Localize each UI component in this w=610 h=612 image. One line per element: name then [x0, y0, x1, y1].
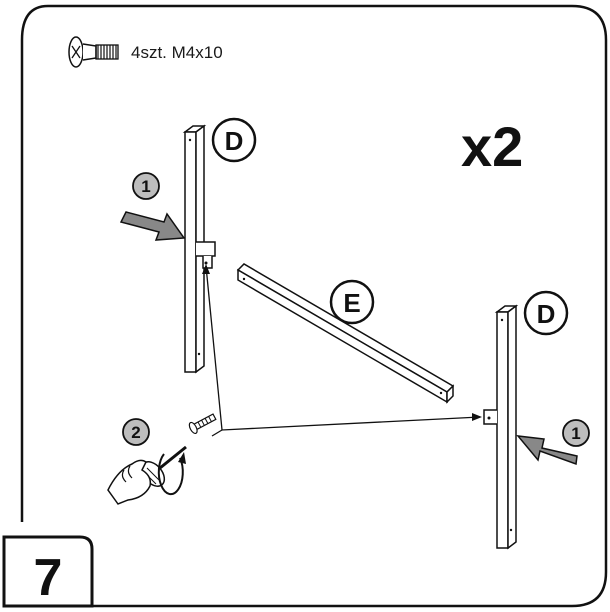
- step-number-box: 7: [2, 535, 94, 608]
- rail: [236, 263, 455, 404]
- press-arrow-left: [119, 211, 186, 241]
- part-label-post-left: D: [211, 117, 257, 163]
- part-label-post-right: D: [523, 290, 569, 336]
- diagram-frame: [48, 4, 608, 608]
- post-left: [182, 124, 216, 374]
- multiplier-label: x2: [461, 115, 523, 178]
- svg-text:D: D: [537, 299, 556, 329]
- connection-arrow-up: [202, 264, 210, 274]
- connection-arrow-right: [472, 413, 482, 421]
- callout-press-left: 1: [132, 172, 160, 200]
- svg-text:1: 1: [141, 177, 150, 196]
- callout-press-right: 1: [562, 419, 590, 447]
- svg-text:2: 2: [131, 423, 140, 442]
- hand-screwdriver-icon: [107, 445, 187, 505]
- connection-lines: [205, 265, 481, 437]
- screw-being-driven: [188, 413, 217, 435]
- svg-text:D: D: [225, 126, 244, 156]
- callout-screw: 2: [122, 418, 150, 446]
- press-arrow-right: [516, 435, 578, 466]
- part-label-rail: E: [329, 279, 375, 325]
- diagram-frame-left: [20, 4, 49, 522]
- post-right: [483, 304, 519, 550]
- screw-icon: [68, 36, 119, 68]
- step-number: 7: [34, 549, 63, 607]
- svg-text:E: E: [343, 288, 360, 318]
- svg-text:1: 1: [571, 424, 580, 443]
- hardware-label: 4szt. M4x10: [131, 43, 223, 62]
